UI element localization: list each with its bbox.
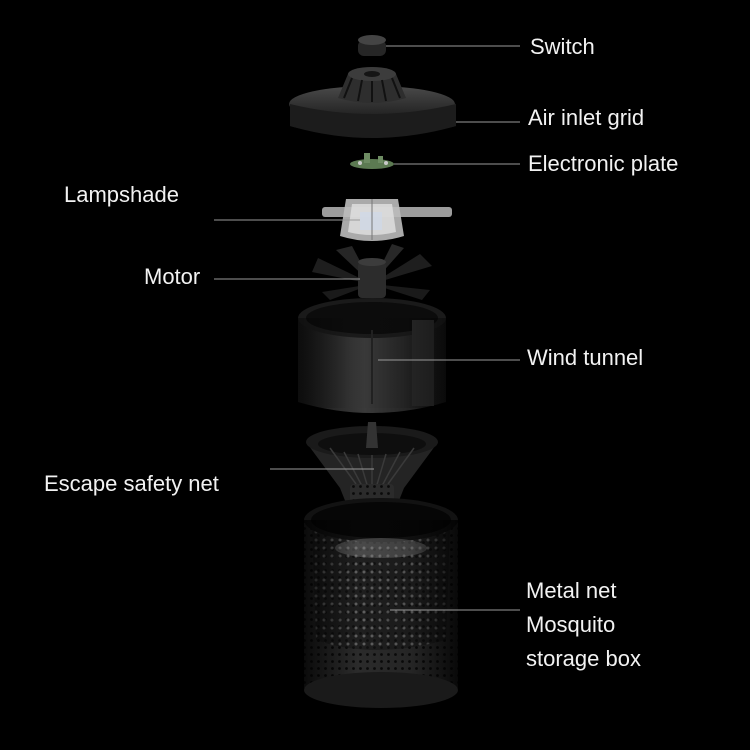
label-air-inlet-grid: Air inlet grid <box>528 105 645 130</box>
label-escape-safety-net: Escape safety net <box>44 471 219 496</box>
label-electronic-plate: Electronic plate <box>528 151 679 176</box>
label-storage-box: storage box <box>526 646 641 671</box>
leader-lines <box>214 45 520 611</box>
label-motor: Motor <box>144 264 201 289</box>
electronic-plate-part <box>350 153 394 169</box>
wind-tunnel-part <box>298 298 446 413</box>
label-metal-net: Metal net <box>526 578 617 603</box>
label-switch: Switch <box>530 34 595 59</box>
label-lampshade: Lampshade <box>64 182 179 207</box>
air-inlet-grid-part <box>289 67 456 138</box>
label-metal-net-group: Metal net Mosquito storage box <box>526 574 641 676</box>
motor-part <box>312 244 432 300</box>
label-mosquito: Mosquito <box>526 612 616 637</box>
switch-part <box>358 35 386 56</box>
escape-safety-net-part <box>306 422 438 508</box>
label-wind-tunnel: Wind tunnel <box>527 345 644 370</box>
metal-net-part <box>304 498 458 708</box>
lampshade-part <box>322 199 452 241</box>
